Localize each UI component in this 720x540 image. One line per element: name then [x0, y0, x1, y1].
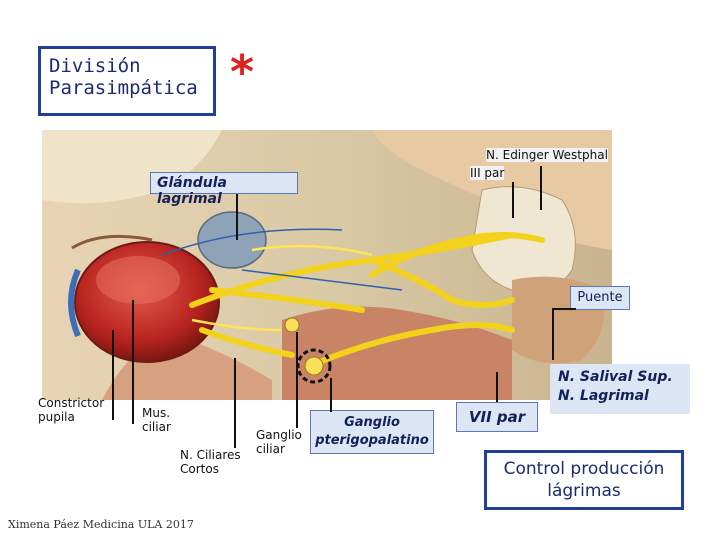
edinger-westphal-label: N. Edinger Westphal	[486, 148, 608, 162]
pterygopalatine-leader	[330, 378, 332, 412]
ciliares-line-2: Cortos	[180, 462, 219, 476]
fine-nerve-group	[191, 244, 373, 332]
mus-line-1: Mus.	[142, 406, 171, 420]
constrictor-label: Constrictor pupila	[38, 396, 110, 424]
pterygopalatine-ganglion-shape	[304, 356, 324, 376]
petrosal-nerve	[309, 322, 515, 368]
ciliary-ganglion-label: Ganglio ciliar	[256, 428, 302, 456]
eyelid	[71, 234, 153, 250]
short-ciliary-leader	[234, 358, 236, 448]
eye-inner-sheen	[96, 256, 180, 304]
edinger-leader	[540, 166, 542, 210]
vii-par-leader	[496, 372, 498, 402]
control-line-2: lágrimas	[547, 481, 621, 501]
facial-nerve	[369, 232, 545, 278]
title-box: División Parasimpática	[38, 46, 216, 116]
lacrimal-gland	[197, 211, 267, 269]
ciliary-nerves	[199, 327, 295, 358]
constrictor-line-2: pupila	[38, 410, 75, 424]
iii-par-label: III par	[470, 166, 505, 180]
short-ciliary-nerve	[191, 318, 283, 332]
ganglion-highlight-ring	[296, 348, 332, 384]
ciliares-line-1: N. Ciliares	[180, 448, 241, 462]
lacrimal-nerve	[251, 244, 373, 257]
vessel-2	[241, 269, 403, 291]
asterisk-icon: *	[230, 45, 255, 99]
ciliary-ganglion-shape	[284, 317, 300, 333]
ganglio-ptp-line-2: pterigopalatino	[315, 433, 429, 448]
nerve-group	[189, 232, 545, 368]
control-box: Control producción lágrimas	[484, 450, 684, 510]
lacrimal-gland-leader	[236, 194, 238, 240]
vii-par-label: VII par	[456, 402, 538, 432]
trigeminal-branch	[369, 257, 515, 308]
ganglio-ptp-line-1: Ganglio	[344, 415, 400, 430]
iii-par-leader	[512, 182, 514, 218]
pons-leader-v	[552, 308, 554, 360]
short-ciliary-nerves-label: N. Ciliares Cortos	[180, 448, 241, 476]
ciliary-muscle-leader	[132, 300, 134, 424]
ciliary-ganglion-leader	[296, 332, 298, 428]
lacrimal-gland-label: Glándula lagrimal	[150, 172, 298, 207]
ciliary-muscle-label: Mus. ciliar	[142, 406, 171, 434]
constrictor-leader	[112, 330, 114, 420]
optic-branch	[209, 287, 365, 313]
salivatory-nucleus-label: N. Salival Sup. N. Lagrimal	[550, 364, 690, 414]
vessel-1	[161, 228, 343, 256]
cornea	[68, 268, 81, 338]
anatomy-illustration	[42, 130, 612, 400]
skull-bone	[42, 130, 222, 204]
control-line-1: Control producción	[503, 459, 665, 479]
pons-label: Puente	[570, 286, 630, 310]
constrictor-line-1: Constrictor	[38, 396, 105, 410]
brainstem	[471, 186, 576, 293]
title-line-1: División	[49, 55, 141, 77]
pterygopalatine-ganglion-label: Ganglio pterigopalatino	[310, 410, 434, 454]
lower-bone	[282, 306, 512, 400]
pons-leader-h	[554, 308, 576, 310]
title-line-2: Parasimpática	[49, 77, 198, 99]
ganglio-ciliar-line-1: Ganglio	[256, 428, 302, 442]
ganglio-ciliar-line-2: ciliar	[256, 442, 285, 456]
salival-line: N. Salival Sup.	[558, 369, 673, 385]
vessel-group	[161, 228, 403, 291]
footer-credit: Ximena Páez Medicina ULA 2017	[8, 518, 194, 531]
mus-line-2: ciliar	[142, 420, 171, 434]
lagrimal-line: N. Lagrimal	[558, 388, 649, 404]
